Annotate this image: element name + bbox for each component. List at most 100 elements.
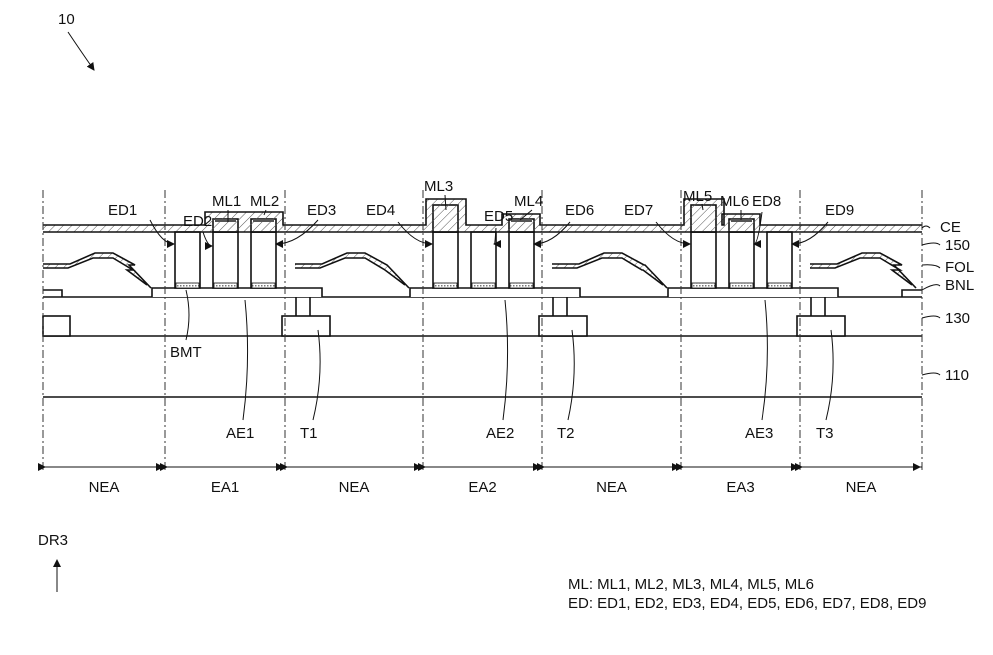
leader-line — [519, 209, 533, 221]
via-t2 — [552, 297, 568, 316]
via-t1 — [295, 297, 311, 316]
label-ed1: ED1 — [108, 202, 137, 219]
leader-line — [701, 203, 704, 211]
leader-arrow — [493, 227, 502, 248]
area-label-ea3: EA3 — [726, 479, 754, 496]
leader-arrow — [791, 221, 829, 248]
leader-line — [185, 289, 190, 341]
fol-hatch — [810, 253, 916, 288]
area-label-ea1: EA1 — [211, 479, 239, 496]
fol-layer — [810, 257, 913, 286]
bmt-layer — [691, 282, 716, 289]
area-label-nea: NEA — [89, 479, 120, 496]
label-110: 110 — [945, 367, 969, 384]
cathode-ce-top — [43, 198, 922, 226]
bmt-layer — [213, 282, 238, 289]
fol-layer — [43, 257, 148, 286]
bmt-layer — [251, 282, 276, 289]
label-ed7: ED7 — [624, 202, 653, 219]
leader-arrow — [202, 231, 213, 250]
leader-line — [567, 329, 575, 421]
bottom-labels: BMT AE1 T1 AE2 T2 AE3 T3 — [170, 344, 834, 442]
pillar — [690, 231, 717, 289]
pillar — [728, 231, 755, 289]
fol-layer-top — [295, 252, 410, 289]
area-label-nea: NEA — [846, 479, 877, 496]
label-ml4: ML4 — [514, 193, 543, 210]
leader-arrow — [397, 221, 433, 248]
label-ae3: AE3 — [745, 425, 773, 442]
bmt-layer — [471, 282, 496, 289]
label-ml2: ML2 — [250, 193, 279, 210]
transistor-partial — [42, 315, 71, 337]
label-ed5: ED5 — [484, 208, 513, 225]
bmt-layer — [509, 282, 534, 289]
figure-ref: 10 — [58, 11, 75, 28]
label-ed8: ED8 — [752, 193, 781, 210]
figure-ref-arrow — [67, 31, 95, 71]
leader-line — [825, 329, 834, 421]
fol-hatch — [43, 253, 151, 288]
via-t3 — [810, 297, 826, 316]
layer-geometry — [42, 190, 941, 472]
pillar — [250, 231, 277, 289]
bmt-layer — [767, 282, 792, 289]
label-130: 130 — [945, 310, 970, 327]
label-ml3: ML3 — [424, 178, 453, 195]
label-t1: T1 — [300, 425, 318, 442]
area-label-ea2: EA2 — [468, 479, 496, 496]
label-ed2: ED2 — [183, 213, 212, 230]
label-ed3: ED3 — [307, 202, 336, 219]
pillar — [212, 231, 239, 289]
label-bmt: BMT — [170, 344, 202, 361]
leader-line — [263, 209, 267, 216]
anode-ae3 — [667, 287, 839, 297]
legend-ed: ED: ED1, ED2, ED3, ED4, ED5, ED6, ED7, E… — [568, 595, 926, 612]
leader-line — [502, 299, 509, 421]
pillar — [470, 231, 497, 289]
fol-layer-top — [810, 252, 917, 289]
label-ed9: ED9 — [825, 202, 854, 219]
label-t3: T3 — [816, 425, 834, 442]
area-label-nea: NEA — [596, 479, 627, 496]
area-label-nea: NEA — [339, 479, 370, 496]
pillar — [508, 231, 535, 289]
label-ae2: AE2 — [486, 425, 514, 442]
transistor-t2 — [538, 315, 588, 337]
leader-arrow — [149, 219, 175, 248]
transistor-t1 — [281, 315, 331, 337]
fol-layer-top — [43, 252, 152, 289]
leader-line — [921, 264, 941, 269]
label-fol: FOL — [945, 259, 974, 276]
leader-line — [312, 329, 321, 421]
leader-line — [242, 299, 249, 421]
label-ml6: ML6 — [720, 193, 749, 210]
anode-partial — [43, 289, 63, 297]
leader-arrow — [655, 221, 691, 248]
label-t2: T2 — [557, 425, 575, 442]
fol-layer — [552, 257, 664, 286]
label-ae1: AE1 — [226, 425, 254, 442]
pillar — [432, 231, 459, 289]
leader-arrow — [533, 221, 571, 248]
leader-line — [921, 225, 931, 229]
legend-ml: ML: ML1, ML2, ML3, ML4, ML5, ML6 — [568, 576, 814, 593]
anode-ae1 — [151, 287, 323, 297]
label-ce: CE — [940, 219, 961, 236]
cathode-ce-hatch — [43, 199, 922, 232]
leader-line — [444, 194, 447, 211]
direction-label: DR3 — [38, 532, 68, 549]
layer-labels: CE 150 FOL BNL 130 110 — [940, 219, 974, 384]
area-labels: NEA EA1 NEA EA2 NEA EA3 NEA — [38, 463, 922, 496]
label-ed4: ED4 — [366, 202, 395, 219]
leader-arrow — [753, 211, 763, 248]
leader-line — [921, 242, 941, 246]
leader-arrow — [275, 219, 319, 248]
transistor-t3 — [796, 315, 846, 337]
bmt-layer — [433, 282, 458, 289]
label-150: 150 — [945, 237, 970, 254]
label-bnl: BNL — [945, 277, 974, 294]
bmt-layer — [175, 282, 200, 289]
label-ed6: ED6 — [565, 202, 594, 219]
